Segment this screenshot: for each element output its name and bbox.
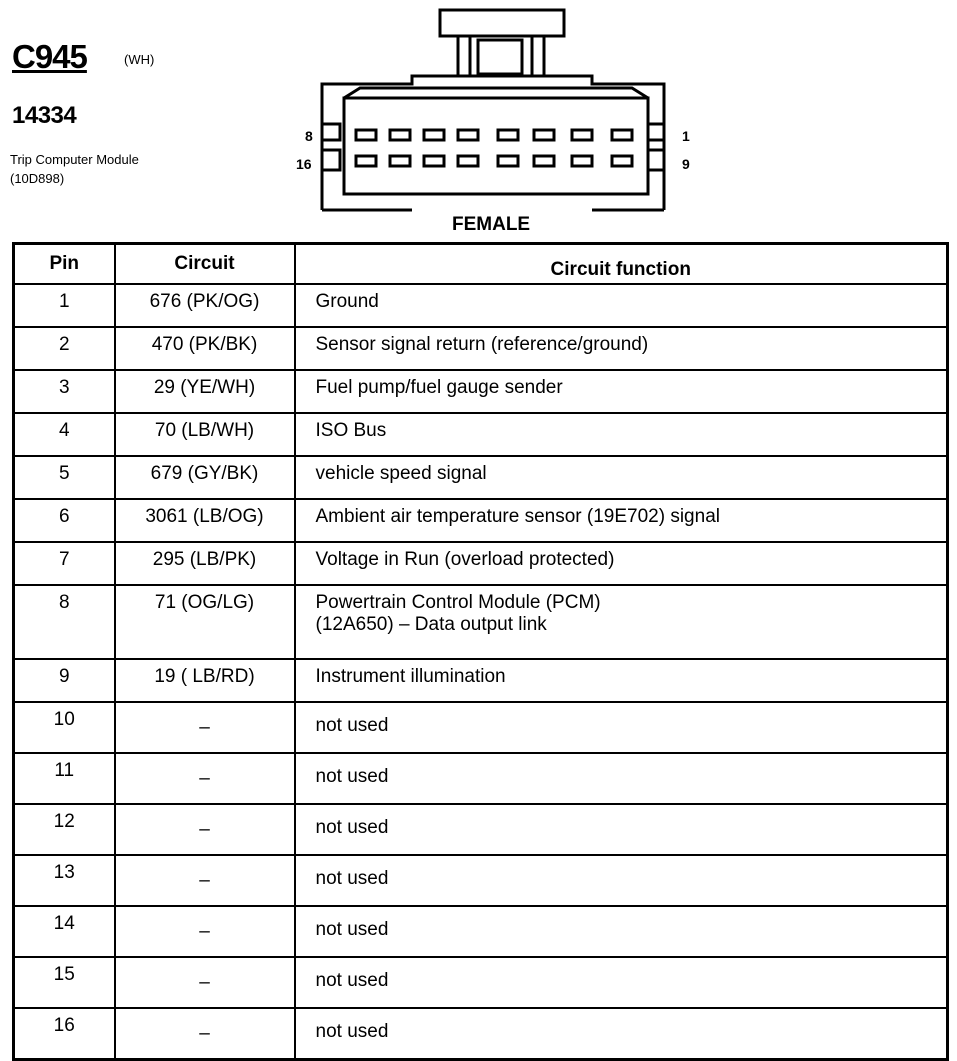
function-line-2: (12A650) – Data output link [315, 614, 547, 635]
connector-inner-housing [342, 96, 650, 196]
table-row: 6 3061 (LB/OG) Ambient air temperature s… [12, 498, 949, 543]
circuit-cell: 70 (LB/WH) [113, 412, 296, 457]
pin-label-bottom-right: 9 [682, 156, 690, 172]
table-header-row: Pin Circuit Circuit function [12, 242, 949, 285]
pin-cell: 10 [12, 701, 116, 754]
pin-cell: 5 [12, 455, 116, 500]
table-row: 9 19 ( LB/RD) Instrument illumination [12, 658, 949, 703]
table-row: 10 – not used [12, 701, 949, 754]
table-row: 14 – not used [12, 905, 949, 958]
circuit-cell: – [113, 854, 296, 907]
circuit-cell: – [113, 905, 296, 958]
connector-id: C945 [12, 38, 88, 75]
pin-cell: 13 [12, 854, 116, 907]
pin-cell: 12 [12, 803, 116, 856]
circuit-cell: – [113, 701, 296, 754]
circuit-cell: 676 (PK/OG) [113, 283, 296, 328]
header-circuit: Circuit [113, 242, 296, 285]
function-cell: not used [293, 752, 949, 805]
connector-latch-top [438, 8, 566, 38]
circuit-cell: 295 (LB/PK) [113, 541, 296, 586]
pin-cell: 4 [12, 412, 116, 457]
function-cell: not used [293, 854, 949, 907]
circuit-cell: 679 (GY/BK) [113, 455, 296, 500]
part-number: 14334 [12, 102, 77, 129]
pin-label-top-left: 8 [305, 128, 313, 144]
pin-label-top-right: 1 [682, 128, 690, 144]
pin-cell: 16 [12, 1007, 116, 1061]
pin-cell: 11 [12, 752, 116, 805]
function-cell: not used [293, 1007, 949, 1061]
function-cell: Fuel pump/fuel gauge sender [293, 369, 949, 414]
header-pin: Pin [12, 242, 116, 285]
function-cell: Instrument illumination [293, 658, 949, 703]
table-row: 15 – not used [12, 956, 949, 1009]
table-row: 7 295 (LB/PK) Voltage in Run (overload p… [12, 541, 949, 586]
connector-cavities [354, 128, 634, 168]
circuit-cell: 71 (OG/LG) [113, 584, 296, 660]
function-cell: vehicle speed signal [293, 455, 949, 500]
function-cell: Voltage in Run (overload protected) [293, 541, 949, 586]
connector-face-diagram [320, 8, 666, 212]
function-cell: not used [293, 701, 949, 754]
function-cell: not used [293, 905, 949, 958]
table-row: 16 – not used [12, 1007, 949, 1061]
function-cell: ISO Bus [293, 412, 949, 457]
connector-color-code: (WH) [124, 52, 155, 67]
table-row: 2 470 (PK/BK) Sensor signal return (refe… [12, 326, 949, 371]
pin-cell: 6 [12, 498, 116, 543]
function-cell: not used [293, 803, 949, 856]
circuit-cell: – [113, 1007, 296, 1061]
pin-cell: 1 [12, 283, 116, 328]
function-cell: Ground [293, 283, 949, 328]
pin-cell: 14 [12, 905, 116, 958]
circuit-cell: 3061 (LB/OG) [113, 498, 296, 543]
function-cell: Powertrain Control Module (PCM) (12A650)… [293, 584, 949, 660]
pin-cell: 9 [12, 658, 116, 703]
table-row: 5 679 (GY/BK) vehicle speed signal [12, 455, 949, 500]
pin-cell: 7 [12, 541, 116, 586]
circuit-cell: 19 ( LB/RD) [113, 658, 296, 703]
function-cell: Ambient air temperature sensor (19E702) … [293, 498, 949, 543]
connector-housing-outline [320, 74, 666, 210]
circuit-cell: 470 (PK/BK) [113, 326, 296, 371]
table-row: 12 – not used [12, 803, 949, 856]
table-row: 1 676 (PK/OG) Ground [12, 283, 949, 328]
pin-label-bottom-left: 16 [296, 156, 312, 172]
function-cell: Sensor signal return (reference/ground) [293, 326, 949, 371]
pin-cell: 2 [12, 326, 116, 371]
table-row: 11 – not used [12, 752, 949, 805]
table-row: 4 70 (LB/WH) ISO Bus [12, 412, 949, 457]
module-description: Trip Computer Module (10D898) [10, 152, 139, 186]
circuit-cell: – [113, 752, 296, 805]
pinout-table: Pin Circuit Circuit function 1 676 (PK/O… [12, 242, 949, 1061]
pin-cell: 15 [12, 956, 116, 1009]
circuit-cell: – [113, 956, 296, 1009]
circuit-cell: – [113, 803, 296, 856]
pin-cell: 3 [12, 369, 116, 414]
connector-latch-window [476, 38, 524, 76]
table-row: 3 29 (YE/WH) Fuel pump/fuel gauge sender [12, 369, 949, 414]
pin-cell: 8 [12, 584, 116, 660]
function-line-1: Powertrain Control Module (PCM) [315, 592, 601, 613]
connector-gender-label: FEMALE [452, 214, 531, 235]
header-circuit-function: Circuit function [293, 242, 949, 285]
function-cell: not used [293, 956, 949, 1009]
table-row: 13 – not used [12, 854, 949, 907]
circuit-cell: 29 (YE/WH) [113, 369, 296, 414]
table-row: 8 71 (OG/LG) Powertrain Control Module (… [12, 584, 949, 660]
